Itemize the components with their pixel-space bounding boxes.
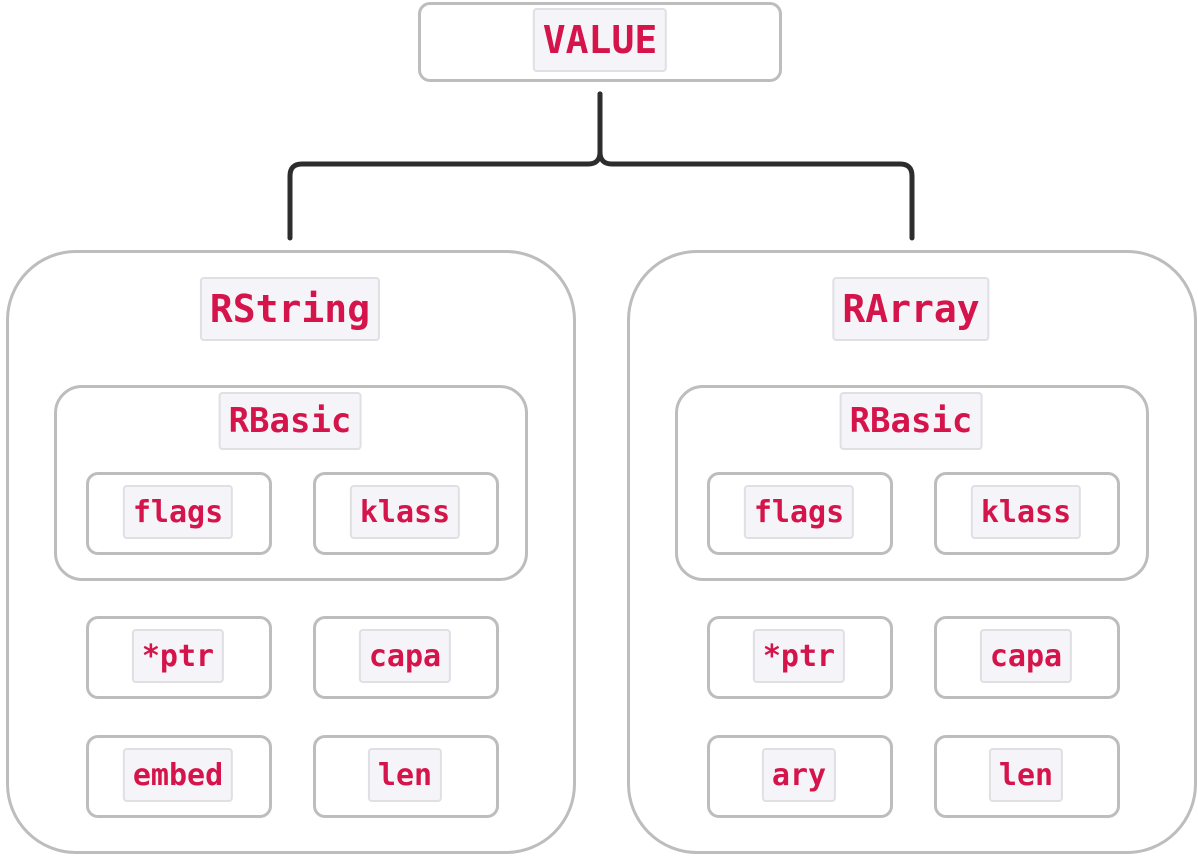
rarray-field-ptr: *ptr: [752, 629, 846, 683]
rstring-field-len: len: [367, 748, 443, 802]
rstring-field-klass: klass: [349, 485, 461, 539]
rstring-title: RString: [199, 277, 381, 341]
connector-line: [597, 91, 915, 241]
rarray-field-klass: klass: [970, 485, 1082, 539]
rarray-title: RArray: [832, 277, 990, 341]
connector-line: [287, 91, 603, 241]
rstring-rbasic-title: RBasic: [218, 392, 362, 450]
rarray-field-capa: capa: [979, 629, 1073, 683]
rstring-field-capa: capa: [358, 629, 452, 683]
rarray-rbasic-title: RBasic: [839, 392, 983, 450]
rstring-field-flags: flags: [122, 485, 234, 539]
rarray-field-ary: ary: [761, 748, 837, 802]
rstring-field-embed: embed: [122, 748, 234, 802]
rarray-field-len: len: [988, 748, 1064, 802]
rstring-field-ptr: *ptr: [131, 629, 225, 683]
rarray-field-flags: flags: [743, 485, 855, 539]
value-label: VALUE: [532, 8, 668, 72]
